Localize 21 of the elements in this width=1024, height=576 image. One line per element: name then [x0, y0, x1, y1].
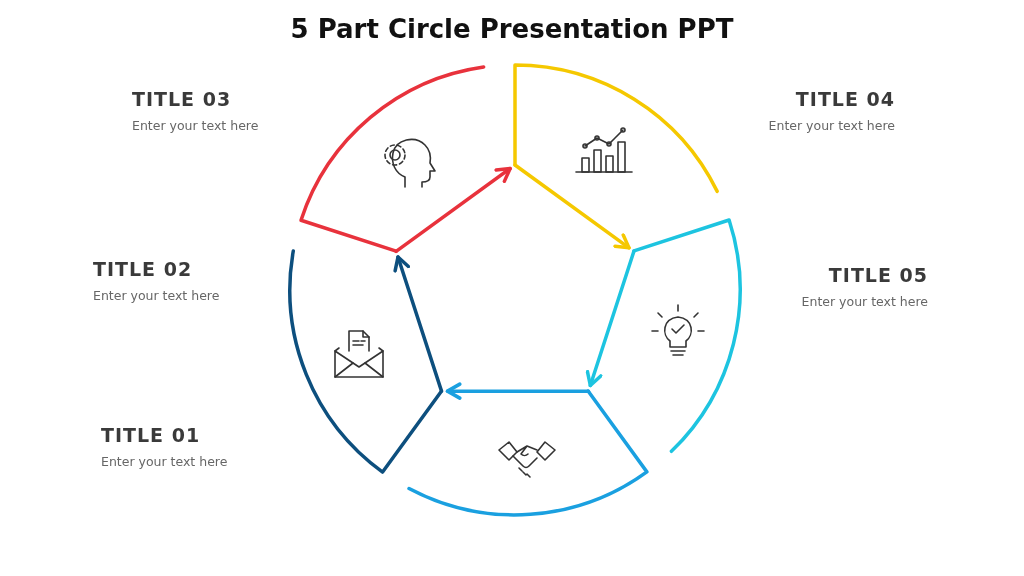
- step-title: TITLE 04: [794, 88, 895, 110]
- step-description: Enter your text here: [93, 288, 221, 303]
- slide-title: 5 Part Circle Presentation PPT: [289, 14, 735, 44]
- step-title: TITLE 02: [93, 258, 194, 280]
- ring-segment: [298, 64, 487, 255]
- ring-segment: [287, 247, 445, 475]
- step-description: Enter your text here: [800, 294, 928, 309]
- arrow: [394, 166, 512, 254]
- arrow: [445, 382, 591, 400]
- arrow: [513, 163, 631, 250]
- ring-segment: [406, 388, 651, 518]
- ring-segment: [512, 62, 721, 195]
- step-description: Enter your text here: [767, 118, 895, 133]
- step-title: TITLE 05: [827, 264, 928, 286]
- step-title: TITLE 01: [101, 424, 202, 446]
- step-description: Enter your text here: [132, 118, 260, 133]
- step-description: Enter your text here: [101, 454, 229, 469]
- ring-segment: [630, 217, 743, 455]
- arrow: [393, 255, 444, 393]
- step-title: TITLE 03: [132, 88, 233, 110]
- arrow: [585, 249, 636, 388]
